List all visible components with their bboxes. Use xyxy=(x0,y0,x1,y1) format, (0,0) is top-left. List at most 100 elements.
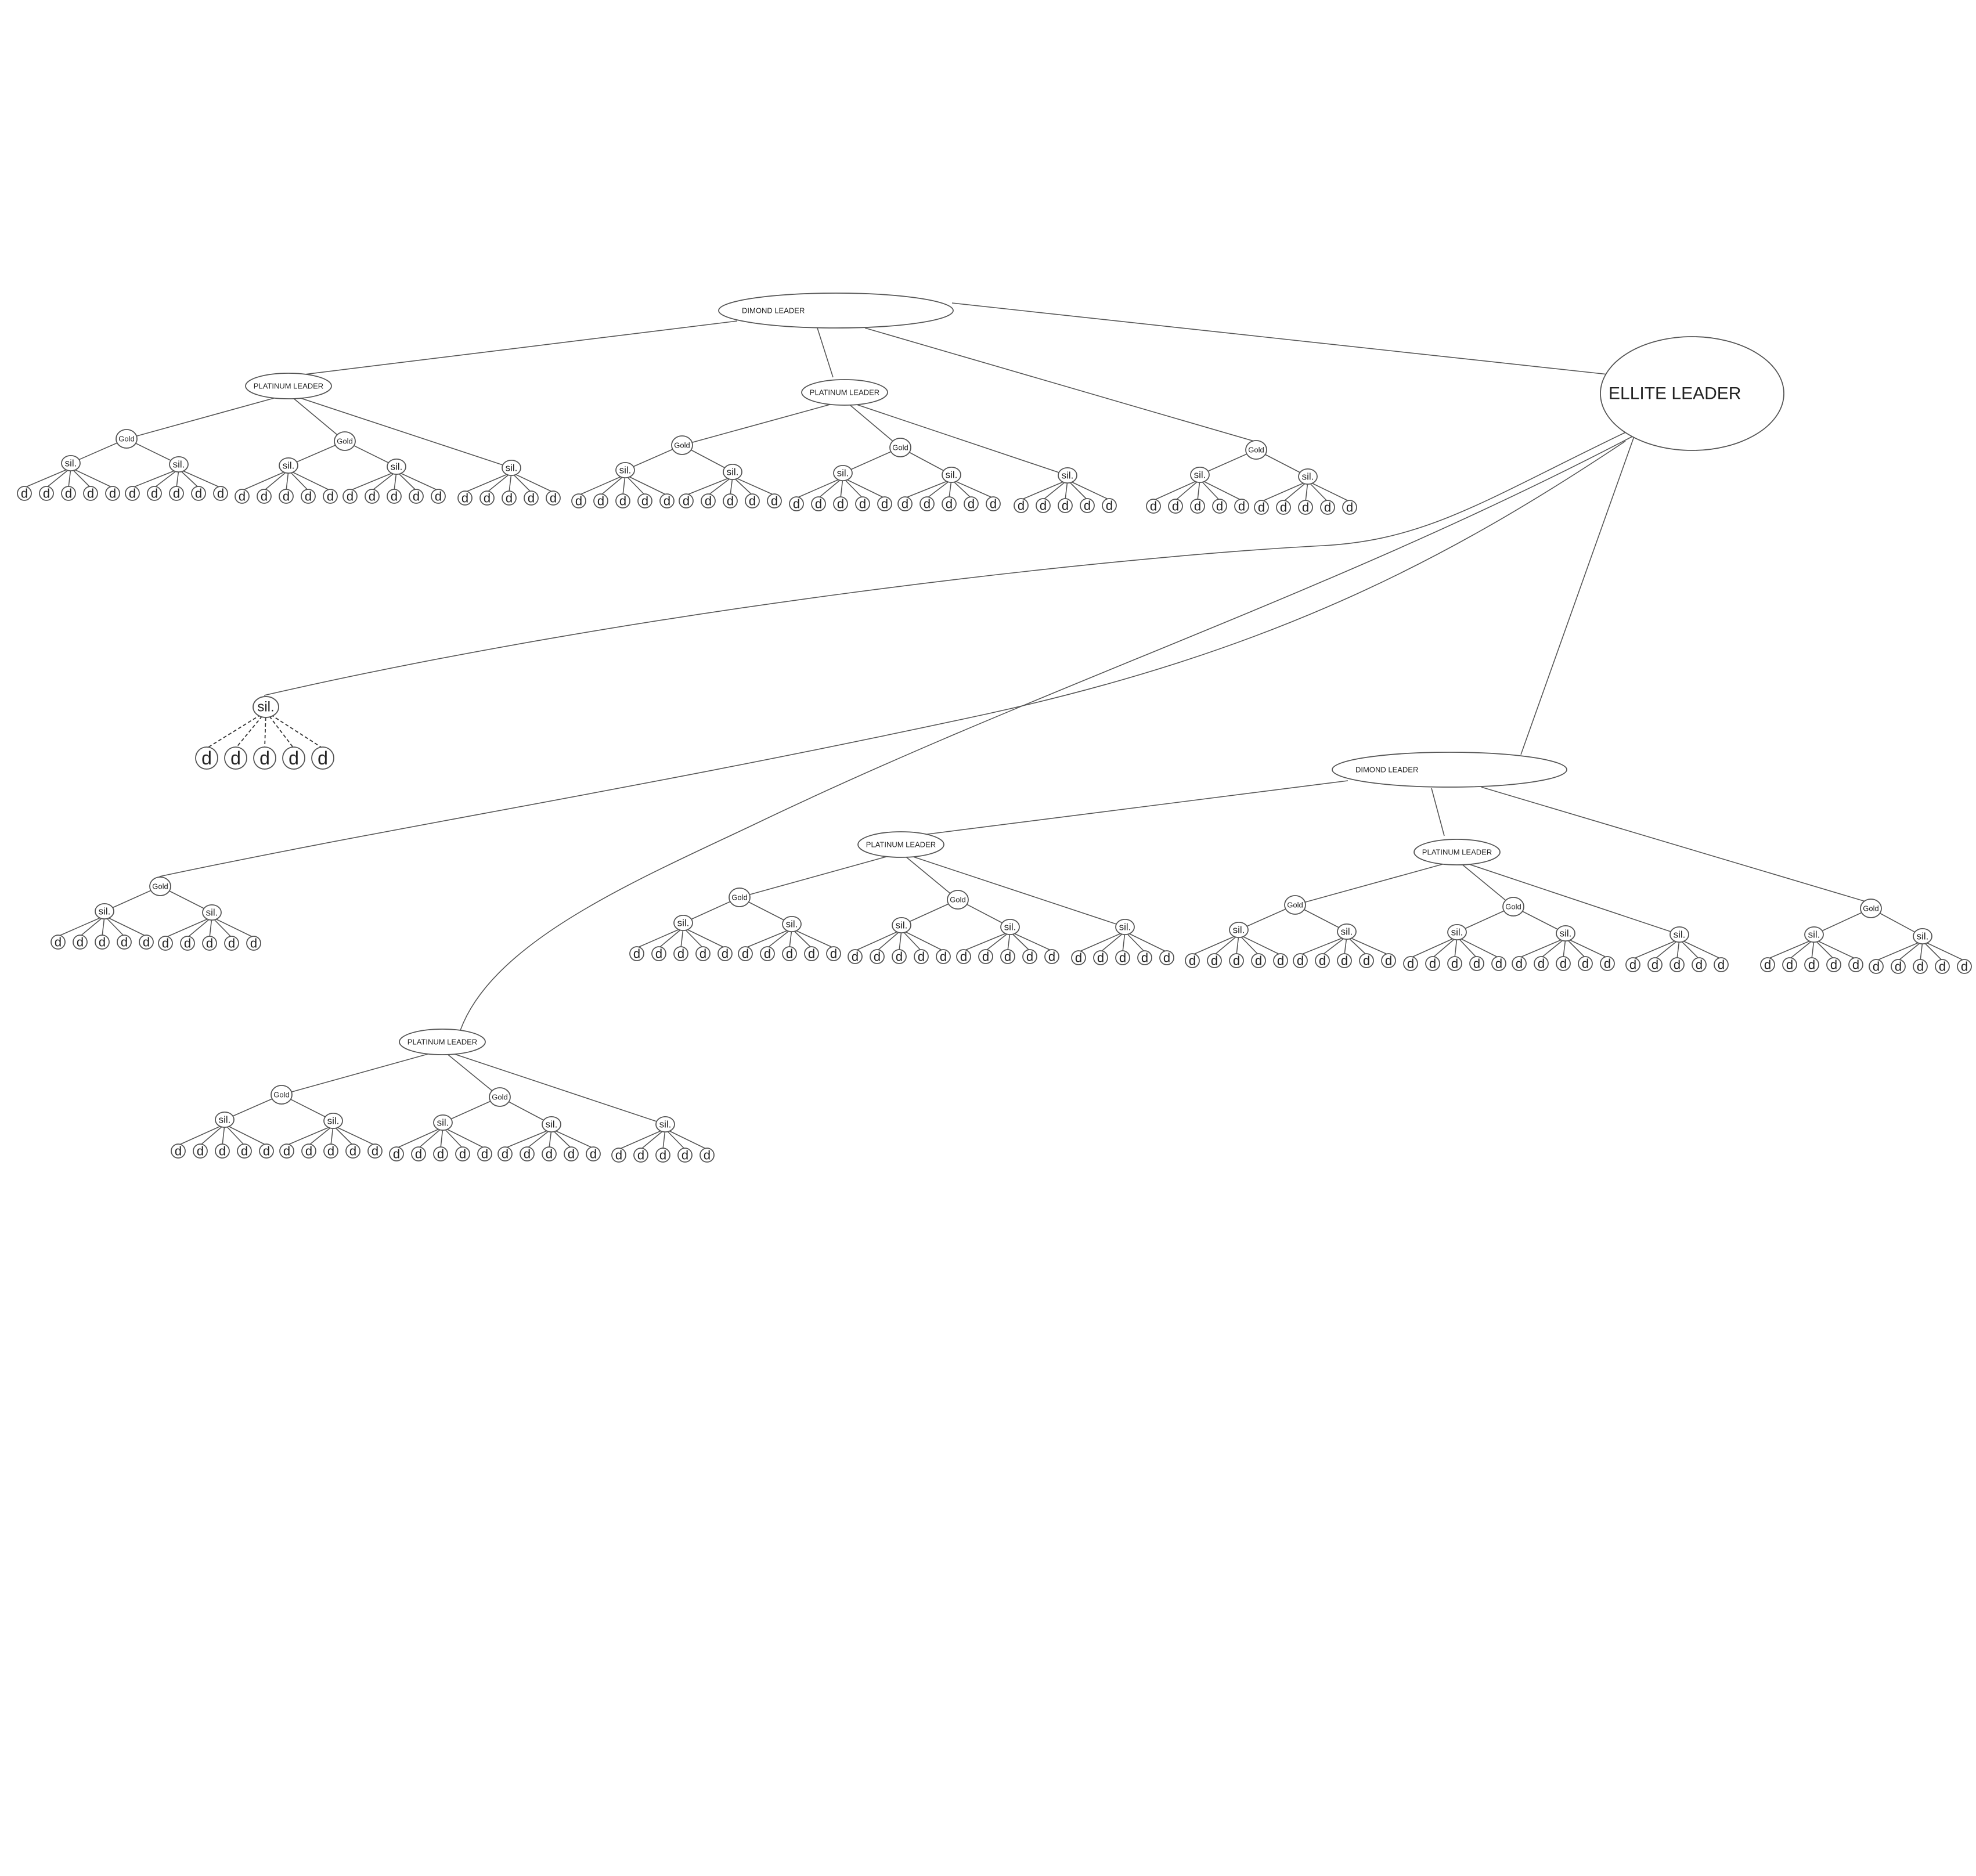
leaf-d-node: d xyxy=(342,489,358,504)
gold-node: Gold xyxy=(947,890,969,910)
leaf-d-shape xyxy=(323,489,338,504)
connector-line xyxy=(636,927,684,948)
leaf-d-label: d xyxy=(372,1144,378,1159)
leaf-d-label: d xyxy=(1084,499,1091,513)
leaf-d-shape xyxy=(237,1143,252,1159)
leaf-d-node: d xyxy=(978,949,993,964)
leaf-d-node: d xyxy=(542,1146,557,1161)
silver-node: sil. xyxy=(95,903,114,920)
leaf-d-shape xyxy=(564,1146,579,1161)
connector-line xyxy=(844,400,901,448)
connector-line xyxy=(396,471,439,491)
leaf-d-shape xyxy=(1337,953,1352,968)
connector-line xyxy=(817,327,834,378)
leaf-d-shape xyxy=(964,496,979,511)
connector-line xyxy=(1021,479,1068,500)
connector-line xyxy=(224,1124,267,1146)
connector-line xyxy=(308,1125,334,1146)
leaf-d-node: d xyxy=(673,946,688,961)
leaf-d-shape xyxy=(1534,956,1549,971)
leaf-d-node: d xyxy=(1647,957,1663,972)
leaf-d-node: d xyxy=(73,935,88,950)
leaf-d-label: d xyxy=(197,1144,204,1159)
gold-label: Gold xyxy=(950,896,965,904)
leaf-d-shape xyxy=(914,949,929,964)
silver-shape xyxy=(1058,467,1077,484)
leaf-d-label: d xyxy=(524,1147,531,1161)
leaf-d-shape xyxy=(633,1148,648,1163)
leaf-d-node: d xyxy=(279,1143,294,1159)
platinum-leader-shape xyxy=(801,379,888,406)
leaf-d-label: d xyxy=(129,486,136,501)
leaf-d-shape xyxy=(1891,959,1906,974)
leaf-d-shape xyxy=(1760,957,1775,972)
leaf-d-label: d xyxy=(239,489,246,504)
leaf-d-shape xyxy=(1804,957,1819,972)
connector-line xyxy=(683,927,704,948)
leaf-d-label: d xyxy=(289,748,299,769)
connector-line xyxy=(104,915,125,937)
connector-line xyxy=(24,467,71,488)
silver-label: sil. xyxy=(727,467,739,478)
leaf-d-node: d xyxy=(17,486,32,501)
leaf-d-label: d xyxy=(550,491,557,506)
diamond-leader-label: DIMOND LEADER xyxy=(742,306,805,315)
leaf-d-shape xyxy=(956,949,971,964)
leaf-d-node: d xyxy=(677,1148,693,1163)
leaf-d-shape xyxy=(615,493,630,508)
leaf-d-shape xyxy=(147,486,162,501)
leaf-d-label: d xyxy=(349,1144,356,1159)
leaf-d-node: d xyxy=(1625,957,1640,972)
silver-label: sil. xyxy=(659,1119,672,1130)
silver-label: sil. xyxy=(677,918,690,929)
leaf-d-shape xyxy=(259,1143,274,1159)
connector-line xyxy=(914,780,1348,836)
leaf-d-label: d xyxy=(435,489,442,504)
silver-shape xyxy=(723,463,742,481)
silver-shape xyxy=(253,696,279,718)
platinum-leader-shape xyxy=(245,373,332,399)
connector-line xyxy=(951,302,1609,375)
leaf-d-node: d xyxy=(897,496,913,511)
connector-line xyxy=(1565,937,1586,958)
gold-shape xyxy=(1245,440,1267,460)
connector-line xyxy=(1565,937,1608,958)
leaf-d-shape xyxy=(365,489,380,504)
leaf-d-node: d xyxy=(479,490,495,506)
connector-line xyxy=(288,394,345,442)
silver-node: sil. xyxy=(615,461,635,479)
leaf-d-label: d xyxy=(1150,499,1157,514)
leaf-d-node: d xyxy=(457,490,473,506)
leaf-d-label: d xyxy=(1385,954,1392,968)
leaf-d-label: d xyxy=(1297,954,1304,968)
leaf-d-label: d xyxy=(347,489,354,504)
leaf-d-shape xyxy=(282,746,305,770)
connector-line xyxy=(1654,939,1680,959)
leaf-d-label: d xyxy=(699,947,706,961)
silver-shape xyxy=(202,904,222,921)
platinum-leader-label: PLATINUM LEADER xyxy=(1422,848,1492,857)
leaf-d-node: d xyxy=(804,946,819,961)
leaf-d-label: d xyxy=(1939,959,1946,974)
leaf-d-shape xyxy=(1093,950,1108,965)
leaf-d-shape xyxy=(978,949,993,964)
leaf-d-node: d xyxy=(914,949,929,964)
connector-line xyxy=(165,917,212,938)
leaf-d-label: d xyxy=(305,489,312,504)
leaf-d-shape xyxy=(257,489,272,504)
leaf-d-label: d xyxy=(217,486,224,501)
silver-label: sil. xyxy=(1119,922,1131,933)
connector-line xyxy=(877,929,902,951)
silver-label: sil. xyxy=(173,459,185,470)
leaf-d-shape xyxy=(246,936,261,951)
leaf-d-shape xyxy=(1036,498,1051,513)
leaf-d-shape xyxy=(1058,498,1073,513)
silver-node: sil. xyxy=(1058,467,1077,484)
leaf-d-label: d xyxy=(184,936,191,951)
leaf-d-label: d xyxy=(1189,954,1196,968)
leaf-d-label: d xyxy=(896,950,903,964)
silver-shape xyxy=(61,454,81,472)
leaf-d-label: d xyxy=(461,491,468,506)
connector-line xyxy=(504,1128,552,1149)
leaf-d-label: d xyxy=(391,489,398,504)
